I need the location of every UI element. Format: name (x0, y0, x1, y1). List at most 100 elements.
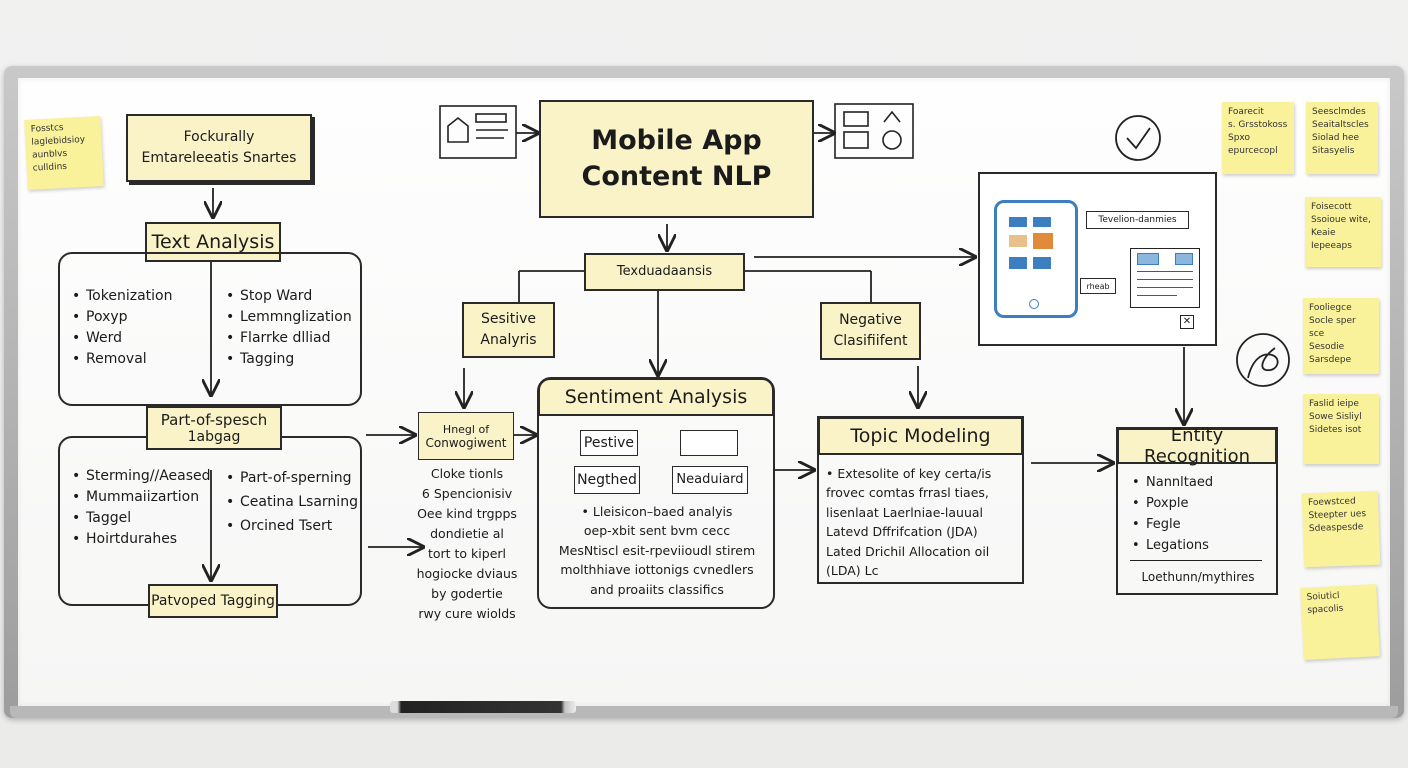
check-circle-icon (1115, 115, 1161, 161)
text-line: (LDA) Lc (826, 562, 879, 578)
text-line: oep-xbit sent bvm cecc (583, 523, 731, 539)
text-line: MesNtiscl esit-rpeviioudl stirem (558, 542, 756, 558)
patvoped-label: Patvoped Tagging (151, 592, 275, 609)
tablet-tile (1009, 235, 1027, 247)
list-item: Poxple (1132, 493, 1213, 514)
sensitive-analysis-box: Sesitive Analyris (462, 302, 555, 358)
text-line: dondietie al (430, 526, 504, 541)
chip-neutral-label: Neaduiard (676, 472, 744, 488)
list-item: Legations (1132, 535, 1213, 556)
tablet-tile (1033, 233, 1053, 249)
text-line: Lated Drichil Allocation oil (826, 543, 990, 559)
part-of-speech-box: Part-of-spesch 1abgag (146, 406, 282, 450)
sticky-line: Sowe Sisliyl (1309, 412, 1362, 423)
tablet-label-box: Tevelion-danmies (1086, 211, 1189, 229)
text-line: Latevd Dffrifcation (JDA) (826, 524, 978, 540)
tablet-home-button (1029, 299, 1039, 309)
sticky-line: Fooliegce (1309, 303, 1352, 313)
small-line1: Hnegl of (442, 422, 490, 436)
sentiment-title-box: Sentiment Analysis (538, 378, 774, 416)
sticky-line: Seesclmdes (1312, 107, 1366, 117)
text-line: hogiocke dviaus (416, 566, 518, 581)
sticky-note-right-3: Foisecott Ssoioue wite, Keaie Iepeeaps (1305, 197, 1381, 267)
sticky-line: Iepeeaps (1311, 241, 1352, 252)
list-item: Poxyp (72, 307, 172, 328)
text-line: molthhiave iottonigs cvnedlers (560, 562, 754, 578)
text-line: • Lleisicon–baed analyis (581, 504, 733, 519)
sticky-note-top-left: Fosstcs laglebidsioy aunblvs culldins (24, 116, 104, 190)
tablet-device (994, 200, 1078, 318)
doc-tile (1175, 253, 1193, 265)
sticky-line: culldins (32, 162, 68, 174)
list-item: Tagging (226, 349, 352, 370)
list-item: Fegle (1132, 514, 1213, 535)
doc-line (1137, 287, 1193, 288)
chip-positive-label: Pestive (583, 434, 635, 451)
sticky-note-right-7: Soiuticl spacolis (1300, 584, 1380, 660)
focus-box-line2: Emtareleeatis Snartes (141, 150, 297, 166)
sticky-note-right-1: Foarecit s. Grsstokoss Spxo epurcecopl (1222, 102, 1294, 174)
text-line: tort to kiperl (427, 546, 507, 561)
marker-tray (10, 706, 1398, 718)
sticky-line: Foisecott (1311, 202, 1352, 212)
tablet-label: Tevelion-danmies (1098, 215, 1177, 225)
sticky-line: Foarecit (1228, 107, 1264, 117)
house-list-icon (439, 105, 517, 159)
text-analysis-container (58, 252, 362, 406)
topic-modeling-title: Topic Modeling (850, 425, 991, 447)
negative-line1: Negative (839, 312, 902, 328)
lower-right-list: Part-of-sperning Ceatina Lsarning Orcine… (226, 466, 358, 538)
topic-modeling-title-box: Topic Modeling (818, 417, 1023, 455)
sticky-line: Spxo epurcecopl (1228, 133, 1278, 157)
list-item: Tokenization (72, 286, 172, 307)
negative-line2: Clasifiifent (833, 333, 908, 349)
list-item: Part-of-sperning (226, 466, 358, 490)
tablet-tile (1033, 217, 1051, 227)
tablet-tile (1033, 257, 1051, 269)
textual-analysis-box: Texduadaansis (584, 253, 745, 291)
sticky-line: Sdeaspesde (1308, 522, 1364, 535)
lower-left-list: Sterming//Aeased Mummaiizartion Taggel H… (72, 466, 211, 550)
sticky-line: Siolad hee (1312, 133, 1360, 144)
list-item: Hoirtdurahes (72, 529, 211, 550)
list-item: Taggel (72, 508, 211, 529)
pos-line1: Part-of-spesch (160, 410, 268, 429)
chip-neutral: Neaduiard (672, 466, 748, 494)
patvoped-tagging-box: Patvoped Tagging (148, 584, 278, 618)
focus-box-line1: Fockurally (183, 129, 255, 145)
sticky-note-right-4: Fooliegce Socle sper sce Sesodie Sarsdep… (1303, 298, 1379, 374)
sticky-line: Sidetes isot (1309, 425, 1362, 436)
entity-footer: Loethunn/mythires (1141, 570, 1255, 584)
document-widget (1130, 248, 1200, 308)
text-line: 6 Spencionisiv (421, 486, 513, 501)
sensitive-line2: Analyris (480, 332, 537, 348)
close-box-icon: ✕ (1180, 315, 1194, 329)
tablet-small-label: rheab (1086, 281, 1110, 291)
sentiment-body: • Lleisicon–baed analyis oep-xbit sent b… (548, 502, 766, 599)
entity-divider (1130, 560, 1262, 561)
text-line: Cloke tionls (430, 466, 504, 481)
sticky-line: Sesodie Sarsdepe (1309, 342, 1352, 366)
text-line: and proaiits classifics (590, 581, 724, 597)
sticky-line: Seaitaltscles (1312, 120, 1369, 131)
chip-positive: Pestive (580, 430, 638, 456)
middle-free-text: Cloke tionls 6 Spencionisiv Oee kind trg… (406, 464, 528, 624)
negative-classifier-box: Negative Clasifiifent (820, 302, 921, 360)
list-item: Stop Ward (226, 286, 352, 307)
list-item: Orcined Tsert (226, 514, 358, 538)
text-line: Oee kind trgpps (417, 506, 517, 521)
sentiment-title: Sentiment Analysis (564, 386, 748, 408)
marker-pen[interactable] (390, 701, 576, 713)
doc-line (1137, 279, 1193, 280)
tablet-tile (1009, 257, 1027, 269)
list-item: Ceatina Lsarning (226, 490, 358, 514)
doc-line (1137, 271, 1193, 272)
main-title-box: Mobile App Content NLP (539, 100, 814, 218)
list-item: Flarrke dlliad (226, 328, 352, 349)
list-item: Sterming//Aeased (72, 466, 211, 487)
focus-box: Fockurally Emtareleeatis Snartes (126, 114, 312, 182)
sticky-note-right-2: Seesclmdes Seaitaltscles Siolad hee Sita… (1306, 102, 1378, 174)
main-title-line1: Mobile App (591, 124, 762, 156)
sticky-line: s. Grsstokoss (1228, 120, 1288, 131)
